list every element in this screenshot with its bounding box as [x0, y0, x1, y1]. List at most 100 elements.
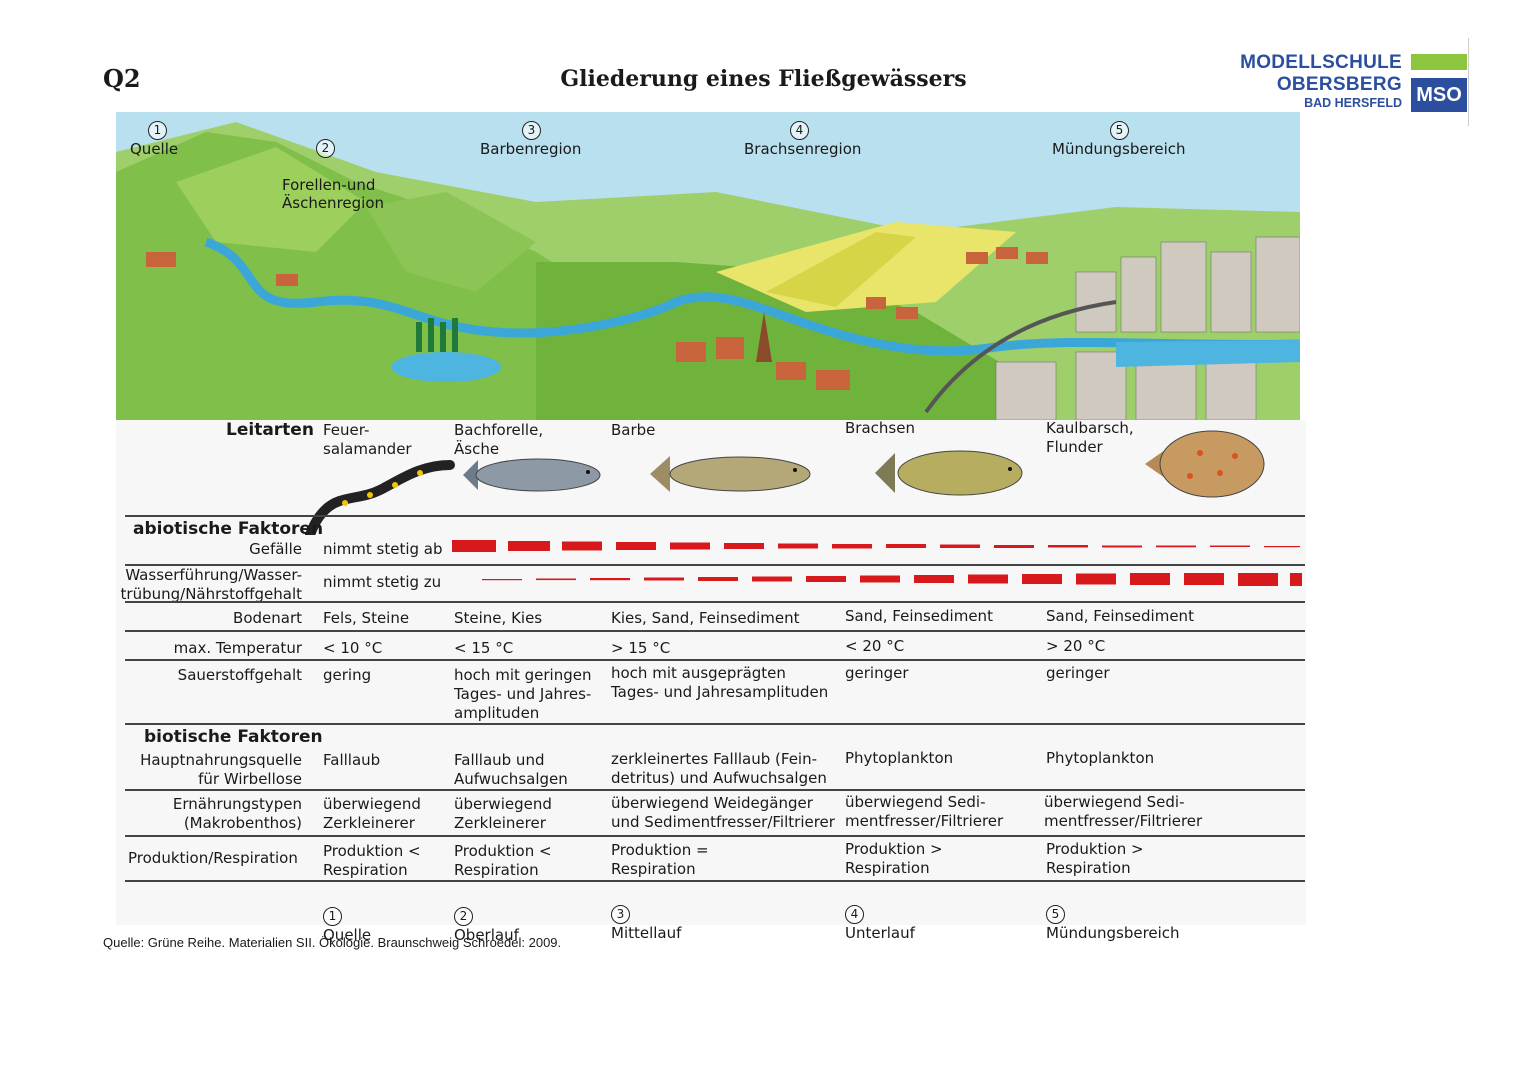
- produktion-2: Produktion < Respiration: [454, 842, 552, 879]
- wasser-dash-bar: [482, 573, 1302, 586]
- page-title: Gliederung eines Fließgewässers: [560, 66, 967, 92]
- flounder-icon: [1145, 430, 1265, 498]
- barbel-icon: [650, 456, 811, 492]
- produktion-4: Produktion > Respiration: [845, 840, 943, 877]
- bream-icon: [875, 450, 1023, 496]
- row-divider: [125, 723, 1305, 725]
- row-divider: [125, 630, 1305, 632]
- biotic-heading: biotische Faktoren: [144, 727, 323, 747]
- temperatur-5: > 20 °C: [1046, 637, 1106, 655]
- region-label-4: 4 Brachsenregion: [744, 120, 861, 158]
- bodenart-2: Steine, Kies: [454, 609, 543, 627]
- region-label-5: 5 Mündungsbereich: [1052, 120, 1186, 158]
- row-divider: [125, 601, 1305, 603]
- temperatur-2: < 15 °C: [454, 639, 514, 657]
- region-name-5: Mündungsbereich: [1052, 140, 1186, 158]
- abschnitt-5: 5 Mündungsbereich: [1046, 885, 1180, 943]
- ernaehrung-4: überwiegend Sedi- mentfresser/Filtrierer: [845, 793, 1004, 830]
- sauerstoff-2: hoch mit geringen Tages- und Jahres- amp…: [454, 666, 592, 722]
- bodenart-label: Bodenart: [233, 609, 302, 627]
- row-divider: [125, 880, 1305, 882]
- leitart-3: Barbe: [611, 421, 656, 439]
- abschnitt-number-2: 2: [454, 907, 473, 926]
- leitart-2: Bachforelle, Äsche: [454, 421, 544, 458]
- source-citation: Quelle: Grüne Reihe. Materialien SII. Ök…: [103, 935, 562, 950]
- temperatur-3: > 15 °C: [611, 639, 671, 657]
- sauerstoff-4: geringer: [845, 664, 909, 682]
- bodenart-1: Fels, Steine: [323, 609, 410, 627]
- temperatur-4: < 20 °C: [845, 637, 905, 655]
- ernaehrung-2: überwiegend Zerkleinerer: [454, 795, 552, 832]
- region-name-1: Quelle: [130, 140, 179, 158]
- abschnitt-name-1: Quelle: [323, 926, 372, 944]
- leitart-1: Feuer- salamander: [323, 421, 412, 458]
- logo-line1: MODELLSCHULE: [1240, 52, 1402, 73]
- temperatur-label: max. Temperatur: [173, 639, 302, 657]
- region-number-2: 2: [316, 139, 335, 158]
- sauerstoff-3: hoch mit ausgeprägten Tages- und Jahresa…: [611, 664, 829, 701]
- region-label-1: 1 Quelle: [130, 120, 178, 158]
- sauerstoff-1: gering: [323, 666, 372, 684]
- bodenart-3: Kies, Sand, Feinsediment: [611, 609, 800, 627]
- sauerstoff-5: geringer: [1046, 664, 1110, 682]
- region-label-3: 3 Barbenregion: [480, 120, 581, 158]
- wasser-text: nimmt stetig zu: [323, 573, 442, 591]
- row-divider: [125, 835, 1305, 837]
- logo-line3: BAD HERSFELD: [1304, 96, 1402, 110]
- nahrung-2: Falllaub und Aufwuchsalgen: [454, 751, 568, 788]
- abschnitt-number-3: 3: [611, 905, 630, 924]
- row-divider: [125, 659, 1305, 661]
- nahrung-4: Phytoplankton: [845, 749, 954, 767]
- nahrung-label: Hauptnahrungsquelle für Wirbellose: [140, 751, 302, 788]
- landscape-drawing: [116, 112, 1300, 420]
- region-name-3: Barbenregion: [480, 140, 582, 158]
- abschnitt-4: 4 Unterlauf: [845, 885, 915, 943]
- logo-line2: OBERSBERG: [1276, 74, 1402, 95]
- abschnitt-number-5: 5: [1046, 905, 1065, 924]
- abschnitt-name-5: Mündungsbereich: [1046, 924, 1180, 942]
- sauerstoff-label: Sauerstoffgehalt: [177, 666, 302, 684]
- region-name-2: Forellen-und Äschenregion: [282, 176, 385, 212]
- region-number-4: 4: [790, 121, 809, 140]
- nahrung-3: zerkleinertes Falllaub (Fein- detritus) …: [611, 750, 827, 787]
- produktion-label: Produktion/Respiration: [128, 849, 298, 867]
- salamander-icon: [305, 460, 455, 535]
- gefaelle-label: Gefälle: [249, 540, 302, 558]
- nahrung-1: Falllaub: [323, 751, 381, 769]
- gefaelle-dash-bar: [452, 540, 1300, 552]
- temperatur-1: < 10 °C: [323, 639, 383, 657]
- abschnitt-3: 3 Mittellauf: [611, 885, 681, 943]
- leitarten-label: Leitarten: [226, 420, 314, 440]
- ernaehrung-5: überwiegend Sedi- mentfresser/Filtrierer: [1044, 793, 1203, 830]
- ernaehrung-1: überwiegend Zerkleinerer: [323, 795, 421, 832]
- ernaehrung-label: Ernährungstypen (Makrobenthos): [172, 795, 302, 832]
- abschnitt-number-4: 4: [845, 905, 864, 924]
- region-name-4: Brachsenregion: [744, 140, 862, 158]
- factors-table: [116, 420, 1306, 925]
- region-label-2: 2 Forellen-und Äschenregion: [282, 120, 384, 230]
- leitart-4: Brachsen: [845, 419, 915, 437]
- river-landscape-illustration: 1 Quelle 2 Forellen-und Äschenregion 3 B…: [116, 112, 1300, 420]
- abschnitt-number-1: 1: [323, 907, 342, 926]
- region-number-1: 1: [148, 121, 167, 140]
- nahrung-5: Phytoplankton: [1046, 749, 1155, 767]
- region-number-5: 5: [1110, 121, 1129, 140]
- trout-icon: [463, 458, 601, 492]
- abiotic-heading: abiotische Faktoren: [133, 519, 324, 539]
- school-logo: MODELLSCHULE OBERSBERG BAD HERSFELD MSO: [1228, 38, 1469, 126]
- gefaelle-text: nimmt stetig ab: [323, 540, 443, 558]
- produktion-5: Produktion > Respiration: [1046, 840, 1144, 877]
- bodenart-5: Sand, Feinsediment: [1046, 607, 1194, 625]
- row-divider: [125, 789, 1305, 791]
- abschnitt-name-2: Oberlauf: [454, 926, 519, 944]
- wasser-label: Wasserführung/Wasser- trübung/Nährstoffg…: [120, 566, 302, 603]
- leitart-5: Kaulbarsch, Flunder: [1046, 419, 1134, 456]
- abschnitt-name-4: Unterlauf: [845, 924, 915, 942]
- region-number-3: 3: [522, 121, 541, 140]
- logo-badge: MSO: [1411, 78, 1467, 112]
- logo-green-bar: [1411, 54, 1467, 70]
- abschnitt-2: 2 Oberlauf: [454, 887, 519, 945]
- row-divider: [125, 564, 1305, 566]
- produktion-1: Produktion < Respiration: [323, 842, 421, 879]
- bodenart-4: Sand, Feinsediment: [845, 607, 993, 625]
